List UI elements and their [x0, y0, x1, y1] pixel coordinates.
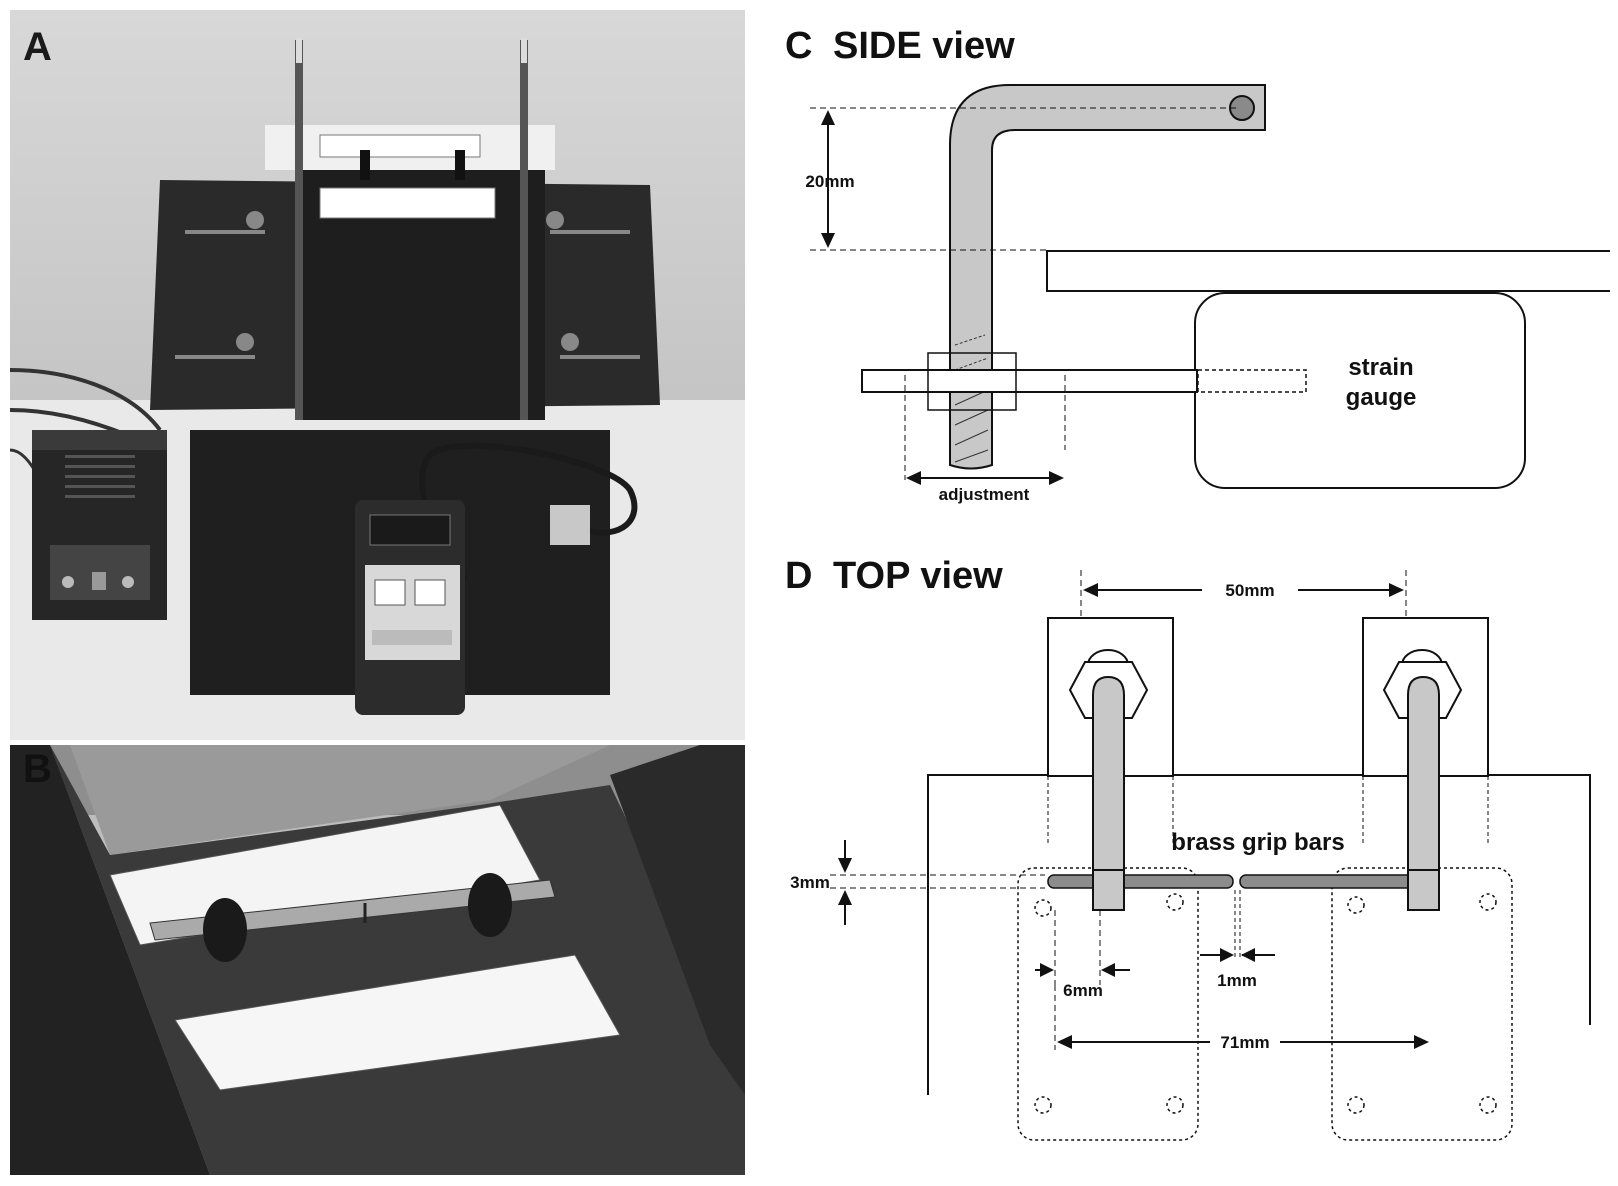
nut-outline	[927, 352, 1017, 411]
top-view-diagram: 50mm	[790, 570, 1591, 1141]
side-view-panel: C SIDE view 20mm strain gauge	[770, 10, 1615, 540]
panel-letter-a: A	[23, 25, 52, 69]
thickness-label: 3mm	[790, 873, 830, 892]
gap-label: 1mm	[1217, 971, 1257, 990]
hidden-bar-end	[1197, 369, 1307, 393]
top-view-heading: D TOP view	[785, 555, 1003, 598]
strain-gauge-label-line1: strain	[1348, 354, 1413, 381]
white-strip-bottom	[174, 954, 621, 1091]
grip-closeup-photo	[10, 745, 745, 1175]
bar-width-label: 6mm	[1063, 981, 1103, 1000]
photo-panel-b: B	[10, 745, 745, 1175]
left-clamp	[203, 898, 247, 962]
brass-grip-bar	[149, 879, 556, 941]
spacing-bottom-label: 71mm	[1220, 1033, 1269, 1052]
power-supply-box	[32, 430, 167, 620]
left-brass-grip-bar	[1047, 874, 1234, 889]
strain-gauge-label-line2: gauge	[1346, 384, 1417, 411]
panel-letter-b: B	[23, 747, 52, 791]
side-view-diagram: 20mm strain gauge adjustment	[805, 84, 1610, 504]
right-clamp	[468, 873, 512, 937]
left-grip-arm	[1092, 675, 1125, 911]
l-shaped-grip-arm	[949, 84, 1266, 470]
photo-panel-a: A	[9, 10, 745, 740]
spacing-top-label: 50mm	[1225, 581, 1274, 600]
grip-bars-label: brass grip bars	[1171, 829, 1344, 856]
side-view-heading: C SIDE view	[785, 25, 1015, 68]
panel-letter-c: C	[785, 25, 813, 67]
adjustment-label: adjustment	[939, 485, 1030, 504]
height-dimension-label: 20mm	[805, 172, 854, 191]
horizontal-bar	[861, 369, 1198, 393]
top-view-panel: D TOP view 50mm	[770, 550, 1615, 1180]
bench-plate	[1046, 250, 1610, 292]
top-view-title: TOP view	[833, 555, 1003, 597]
side-view-title: SIDE view	[833, 25, 1015, 67]
apparatus-photo	[9, 10, 745, 740]
panel-letter-d: D	[785, 555, 813, 597]
strain-meter-device	[355, 500, 465, 715]
right-grip-arm	[1407, 675, 1440, 911]
right-brass-grip-bar	[1239, 874, 1428, 889]
bench-outline	[927, 774, 1591, 1095]
